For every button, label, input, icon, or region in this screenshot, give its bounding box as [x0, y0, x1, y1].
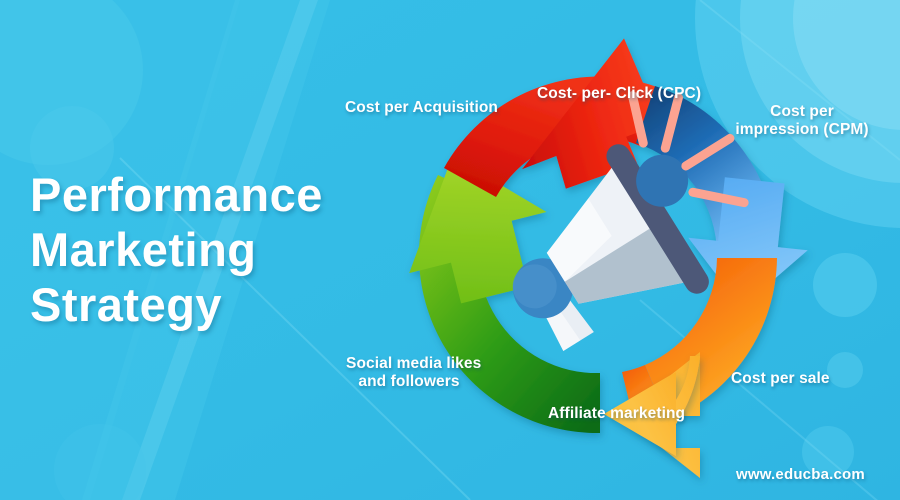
megaphone-bar	[606, 144, 709, 294]
background-arc-inner	[793, 0, 900, 130]
megaphone-sound-rays	[627, 91, 749, 208]
background-circle-bottomleft	[54, 424, 146, 500]
background-hairline-a	[119, 157, 471, 500]
page-title-line-3: Strategy	[30, 277, 223, 331]
background-circle-right-a	[813, 253, 877, 317]
label-cost-per-impression-line-1: Cost per	[770, 103, 834, 120]
page-title-line-1: Performance	[30, 168, 323, 221]
label-cost-per-impression: Cost per impression (CPM)	[723, 103, 881, 140]
label-cost-per-sale: Cost per sale	[731, 370, 830, 387]
background-circle-topleft	[0, 0, 143, 165]
label-cost-per-impression-line-2: impression (CPM)	[735, 121, 869, 139]
label-social-media: Social media likes and followers	[346, 355, 482, 392]
background-hairline-b	[639, 299, 878, 500]
footer-url: www.educba.com	[736, 466, 865, 483]
segment-affiliate-arrowhead	[604, 356, 700, 456]
background-circle-topleft-small	[30, 106, 114, 190]
label-cost-per-acquisition: Cost per Acquisition	[345, 99, 498, 116]
megaphone-bulge	[636, 154, 689, 207]
segment-social	[409, 156, 600, 434]
label-social-media-line-2: and followers	[358, 373, 460, 391]
background-circle-right-b	[827, 352, 863, 388]
label-cost-per-click: Cost- per- Click (CPC)	[537, 85, 702, 102]
megaphone-icon	[512, 91, 749, 352]
background-streak-left-2	[82, 0, 330, 500]
label-social-media-line-1: Social media likes	[346, 355, 482, 372]
page-title-line-2: Marketing	[30, 222, 257, 276]
background-hairline-left	[122, 0, 318, 500]
background-hairline-c	[699, 0, 900, 161]
megaphone-cone-shadow	[564, 225, 690, 304]
label-affiliate-marketing: Affiliate marketing	[548, 405, 686, 422]
background-circle-right-c	[802, 426, 854, 478]
page-title: Performance Marketing Strategy	[30, 168, 420, 333]
